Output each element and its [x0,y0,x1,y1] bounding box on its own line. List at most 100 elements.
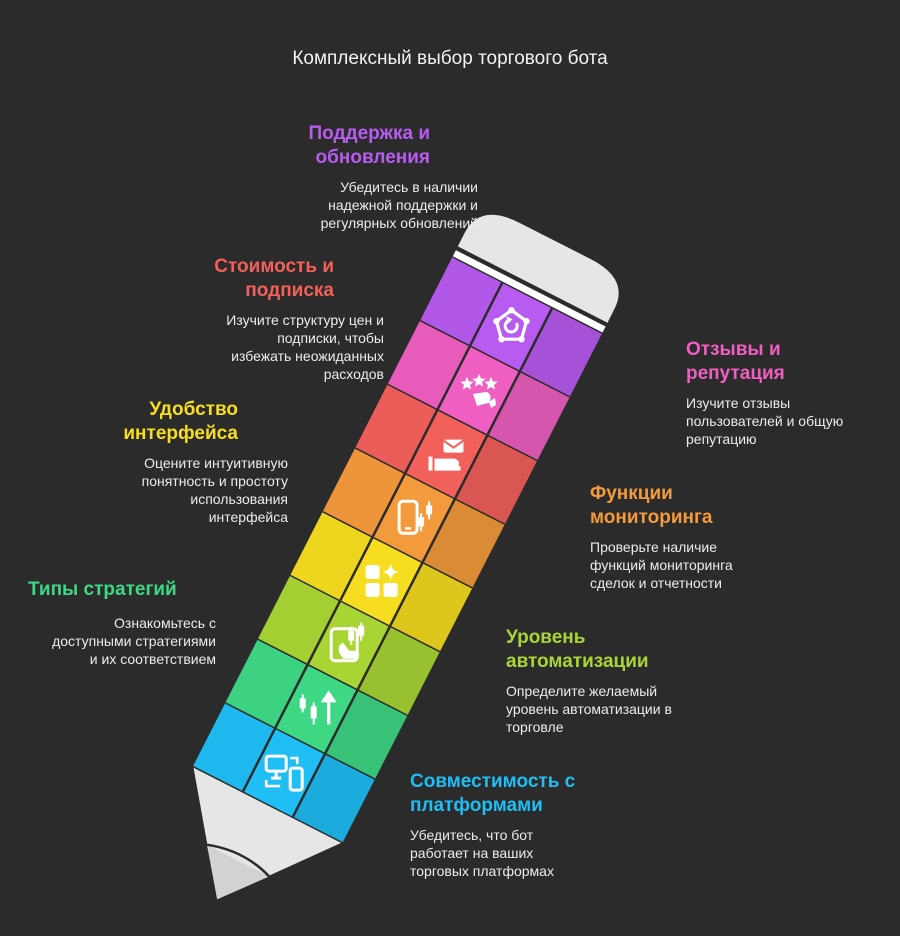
band-facet-left [323,447,406,537]
band-facet-right [292,753,376,843]
label-reviews-title: Отзывы и репутация [686,339,785,384]
page-title: Комплексный выбор торгового бота [292,48,608,69]
gear-refresh-icon [493,307,530,343]
band-facet-left [193,702,276,792]
band-sep [404,408,439,474]
label-support-desc: Убедитесь в наличии надежной поддержки и… [320,179,478,231]
label-compatibility: Совместимость с платформами Убедитесь, ч… [410,770,630,880]
pencil-lead [206,844,270,900]
label-monitoring-title: Функции мониторинга [590,483,713,528]
band-facet-left [387,319,471,409]
stars-hand-icon-part [460,376,474,390]
tablet-chart-icon-part [348,630,355,641]
tablet-chart-icon-part [338,642,360,659]
candles-arrow-icon-part [299,698,306,709]
band-facet-right [455,434,538,524]
pencil-lead-line [206,843,271,878]
label-compatibility-desc: Убедитесь, что бот работает на ваших тор… [410,827,554,879]
dollar-mail-icon-part [428,456,433,471]
pencil-ferrule [452,249,607,333]
phone-candles-icon [397,499,433,535]
label-support-title: Поддержка и обновления [308,123,430,168]
band-facet-right [422,498,506,588]
band-sep [356,625,392,690]
label-strategies: Типы стратегий Ознакомьтесь с доступными… [14,578,216,668]
label-compatibility-title: Совместимость с платформами [410,771,576,816]
label-monitoring: Функции мониторинга Проверьте наличие фу… [590,482,810,592]
band-facet-mid [340,536,423,626]
gear-refresh-icon-part [523,318,530,325]
gear-refresh-icon-part [498,336,505,343]
candles-arrow-icon-part [320,690,337,703]
label-reviews-desc: Изучите отзывы пользователей и общую реп… [686,395,844,447]
band-sep [389,561,424,627]
band-sep [454,433,489,499]
band-facet-left [290,511,373,601]
label-strategies-desc: Ознакомьтесь с доступными стратегиями и … [52,615,216,667]
band-facet-left [420,256,503,346]
band-facet-left [258,574,341,664]
stars-hand-icon-part [484,376,498,390]
band-sep [469,281,504,346]
pencil-eraser [457,214,619,323]
phone-candles-icon-part [397,499,419,535]
band-facet-mid [405,409,488,499]
devices-sync-icon [264,754,304,792]
stars-hand-icon-part [472,373,486,387]
label-interface-title: Удобство интерфейса [123,399,238,444]
widgets-icon-part [382,563,399,581]
dollar-mail-icon: $ [428,439,465,471]
gear-refresh-icon-part [493,318,500,325]
band-facet-mid [372,472,456,562]
label-strategies-title: Типы стратегий [28,579,177,600]
devices-sync-icon-part [288,766,304,792]
gear-refresh-icon-part [508,307,515,314]
widgets-icon-part [365,565,380,579]
band-facet-left [355,383,438,473]
band-sep [274,663,310,729]
band-sep [324,688,359,754]
band-sep [291,752,327,818]
band-facet-mid [437,345,521,435]
tablet-chart-icon-part [358,625,365,636]
stars-hand-icon-part [489,397,496,408]
candles-arrow-icon-part [310,706,317,719]
stars-hand-icon-part [473,391,491,406]
label-automation-desc: Определите желаемый уровень автоматизаци… [506,683,672,735]
widgets-icon [365,563,399,597]
band-facet-left [225,638,308,728]
band-sep [339,535,375,601]
label-automation: Уровень автоматизации Определите желаемы… [506,626,726,736]
candles-arrow-icon [299,690,337,725]
dollar-mail-icon-part [434,458,461,471]
band-sep [486,370,522,436]
band-facet-right [325,689,408,779]
label-cost-desc: Изучите структуру цен и подписки, чтобы … [226,312,384,382]
band-sep [436,344,472,410]
label-interface-desc: Оцените интуитивную понятность и простот… [141,455,288,525]
band-sep [421,497,457,563]
label-interface: Удобство интерфейса Оцените интуитивную … [60,398,288,526]
band-facet-mid [308,600,391,690]
devices-sync-icon-part [290,756,299,765]
band-interface [290,509,474,651]
dollar-mail-icon-part [442,439,465,449]
widgets-icon-part [383,583,398,597]
pencil-body: $ [192,214,619,900]
dollar-mail-icon-part: $ [443,439,464,453]
tablet-chart-icon [329,622,365,663]
band-facet-right [487,370,571,460]
phone-candles-icon-part [426,505,433,515]
pencil-ferrule-edge [455,247,607,327]
band-facet-right [390,561,473,651]
devices-sync-icon-part [264,780,281,788]
gear-refresh-icon-part [503,318,519,334]
stars-hand-icon [460,373,498,408]
band-sep [241,727,277,792]
phone-candles-icon-part [418,517,425,527]
band-facet-mid [470,281,553,371]
band-sep [306,599,342,665]
tablet-chart-icon-part [329,627,359,663]
label-support: Поддержка и обновления Убедитесь в налич… [230,122,478,232]
